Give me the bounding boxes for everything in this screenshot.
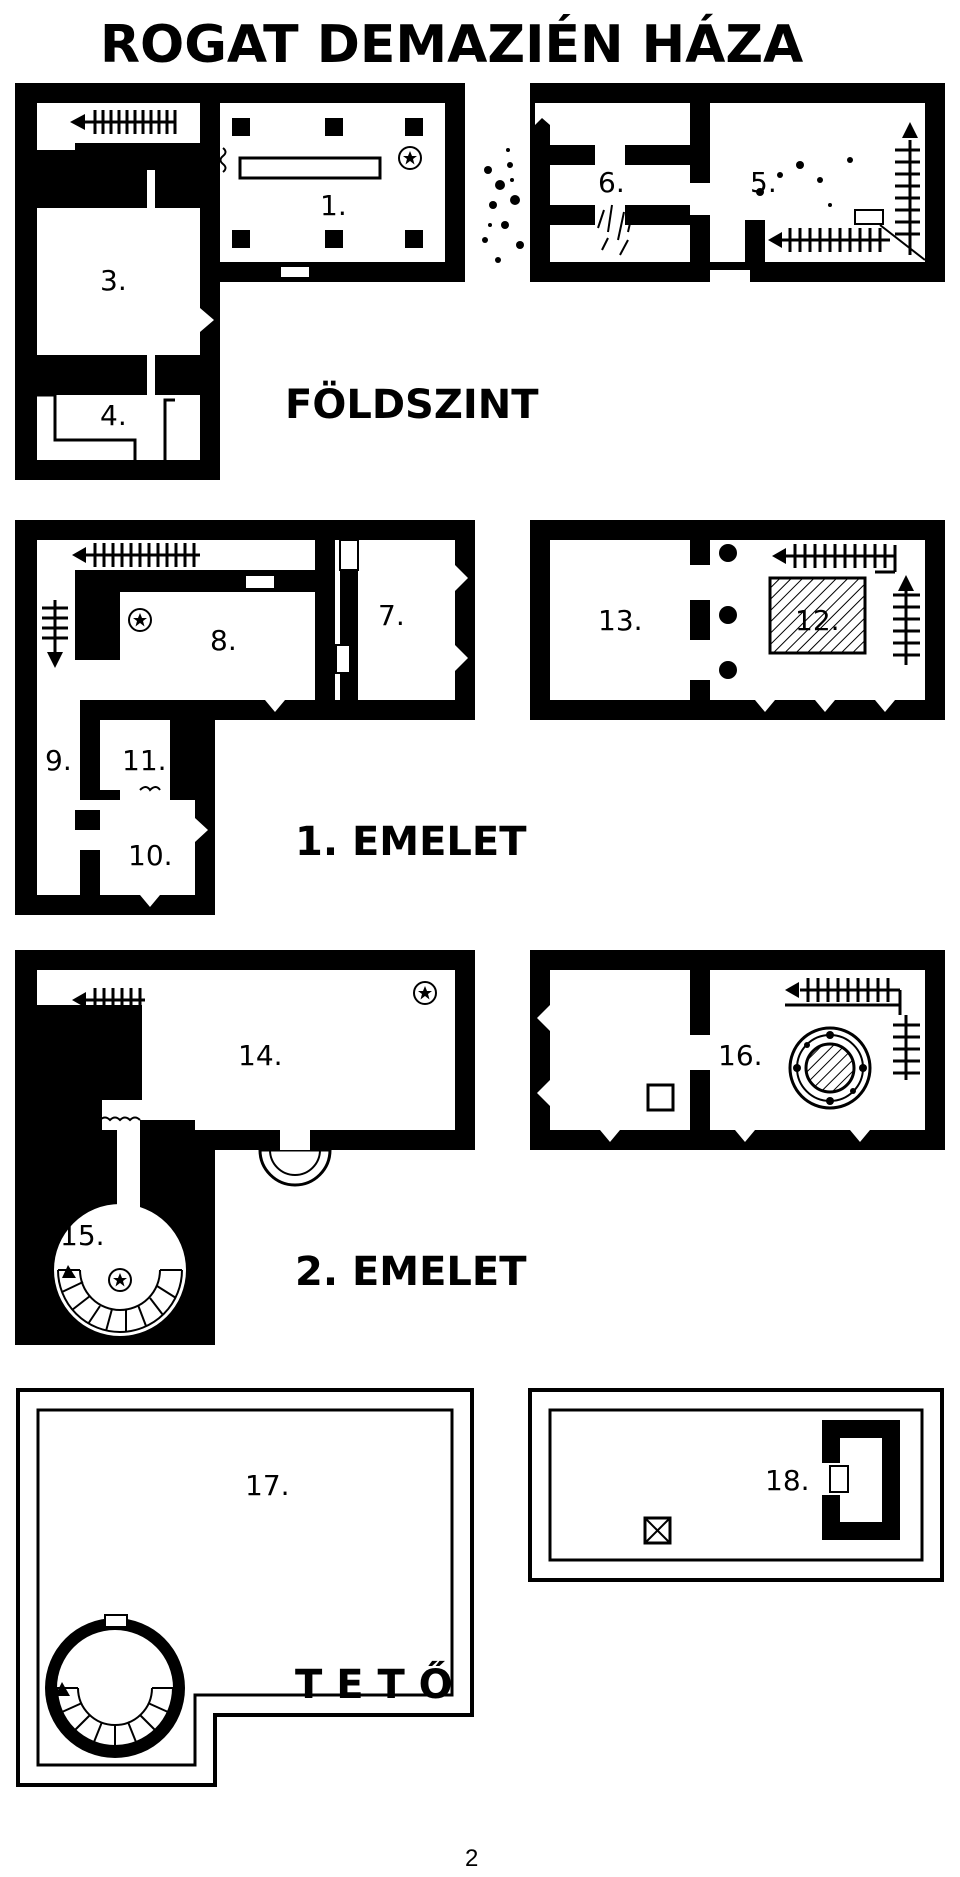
floor-label-first: 1. EMELET <box>295 819 527 865</box>
floor-ground: 2. 1. 3. 4. 6. 5. FÖLDSZINT <box>15 83 945 480</box>
crate-icon <box>854 209 884 225</box>
room-label-17: 17. <box>245 1469 290 1502</box>
map-title: ROGAT DEMAZIÉN HÁZA <box>100 14 803 75</box>
rubble-icon <box>597 204 634 256</box>
room-label-8: 8. <box>210 624 237 657</box>
room-label-7: 7. <box>378 599 405 632</box>
room-label-3: 3. <box>100 264 127 297</box>
room-label-9: 9. <box>45 744 72 777</box>
door-icon <box>244 574 276 590</box>
room-label-14: 14. <box>238 1039 283 1072</box>
rubble-icon <box>482 148 524 263</box>
stairs-icon <box>70 110 177 134</box>
room-label-4: 4. <box>100 399 127 432</box>
room-label-6: 6. <box>598 166 625 199</box>
floor-first: 8. 7. 9. 11. 10. 13. 12. 1. EMELET <box>15 520 945 915</box>
floor-label-second: 2. EMELET <box>295 1249 527 1295</box>
stairs-icon <box>785 544 920 665</box>
page-number: 2 <box>465 1845 479 1872</box>
room-label-15: 15. <box>60 1219 105 1252</box>
room-label-11: 11. <box>122 744 167 777</box>
room-label-2: 2. <box>105 149 132 182</box>
room-label-13: 13. <box>598 604 643 637</box>
crate-icon <box>646 1083 675 1112</box>
door-icon <box>104 1614 128 1628</box>
door-icon <box>279 265 311 279</box>
door-icon <box>335 644 351 674</box>
pillar-icon <box>232 118 423 248</box>
room-label-12: 12. <box>795 604 840 637</box>
stairs-icon <box>56 1687 174 1747</box>
floor-label-roof: T E T Ő <box>295 1659 453 1708</box>
star-marker-icon <box>398 146 422 170</box>
room-label-16: 16. <box>718 1039 763 1072</box>
star-marker-icon <box>128 608 152 632</box>
crate-icon <box>643 1516 672 1545</box>
stairs-icon <box>785 978 920 1080</box>
door-icon <box>829 1465 849 1493</box>
stairs-icon <box>42 988 145 1080</box>
room-label-10: 10. <box>128 839 173 872</box>
floor-second: 14. 15. 16. 2. EMELET <box>15 950 945 1345</box>
floor-label-ground: FÖLDSZINT <box>285 380 539 428</box>
stairs-icon <box>780 140 920 255</box>
stairs-icon <box>57 1269 183 1333</box>
room-label-5: 5. <box>750 166 777 199</box>
room-label-1: 1. <box>320 189 347 222</box>
stairs-icon <box>42 543 200 660</box>
star-marker-icon <box>413 981 437 1005</box>
star-marker-icon <box>108 1268 132 1292</box>
floor-roof: 17. 18. T E T Ő <box>16 1388 944 1787</box>
room-label-18: 18. <box>765 1464 810 1497</box>
curtain-icon <box>219 147 227 173</box>
